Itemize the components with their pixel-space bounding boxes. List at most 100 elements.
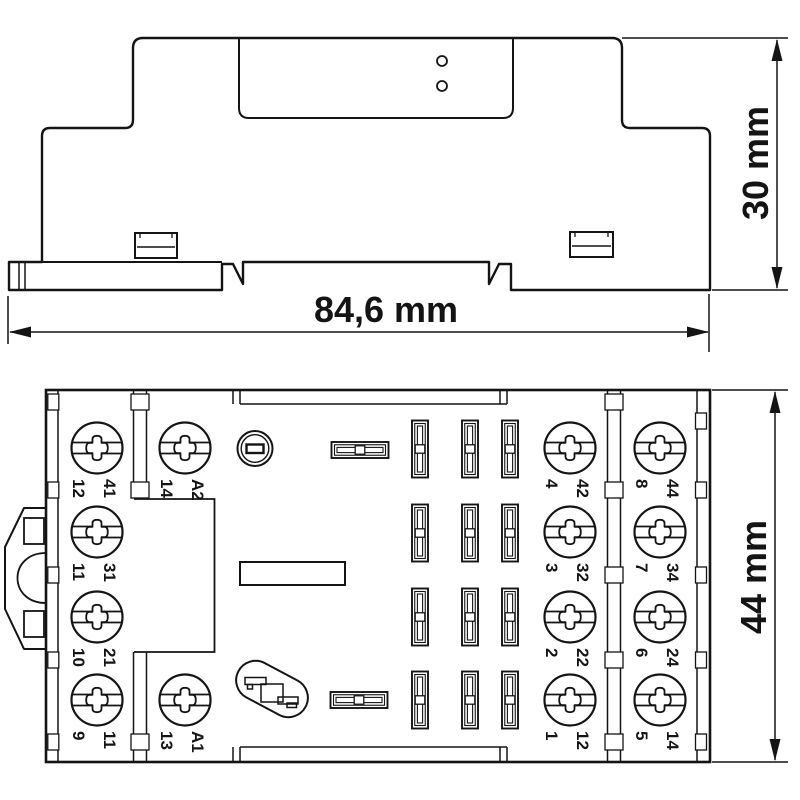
terminal-label-right: 22 [573, 648, 592, 667]
terminal-label-right: 44 [663, 479, 682, 498]
arrow-down-icon [771, 267, 783, 289]
screw-terminal: 8 44 [632, 421, 687, 498]
terminal-label-left: 2 [542, 648, 561, 657]
top-view-border [44, 388, 712, 764]
terminal-label-right: A1 [188, 731, 207, 753]
wall-notch [604, 393, 624, 411]
screw-terminal: 3 32 [542, 505, 597, 582]
dimension-depth: 44 mm [712, 389, 788, 763]
dimension-width-label: 84,6 mm [314, 289, 458, 330]
wall-notch [130, 393, 150, 411]
divider-col1-col2 [132, 390, 148, 762]
wall-notch [694, 733, 708, 751]
terminal-label-right: 14 [663, 731, 682, 750]
pocket-hole [436, 80, 448, 92]
wall-notch [604, 481, 624, 499]
contact-slot [411, 587, 429, 647]
terminal-label-left: 8 [632, 479, 651, 488]
side-view [7, 36, 712, 292]
wall-notch [604, 566, 624, 584]
release-lever [235, 659, 309, 719]
terminal-label-right: 12 [573, 731, 592, 750]
terminal-label-left: 14 [157, 479, 176, 498]
clip-window-right [569, 231, 614, 258]
terminal-label-left: 1 [542, 731, 561, 740]
contact-slot [411, 503, 429, 563]
dimension-height-label: 30 mm [735, 106, 776, 220]
screw-terminal: 1 12 [542, 673, 597, 750]
contact-slot [501, 503, 519, 563]
wall-notch [604, 651, 624, 669]
clip-window-left [134, 232, 178, 259]
bottom-recess [232, 746, 508, 762]
wall-notch [130, 481, 150, 499]
screw-terminal: 4 42 [542, 421, 597, 498]
wall-notch [694, 651, 708, 669]
terminal-label-left: 5 [632, 731, 651, 740]
screw-terminal: 12 41 [69, 421, 124, 498]
contact-slot [501, 670, 519, 730]
terminal-label-left: 12 [69, 479, 88, 498]
wall-notch [604, 733, 624, 751]
wall-notch [130, 733, 150, 751]
terminal-label-right: 21 [100, 648, 119, 667]
mounting-pocket [238, 39, 514, 119]
terminal-label-left: 13 [157, 731, 176, 750]
contact-slot [329, 691, 389, 709]
terminal-label-right: A2 [188, 479, 207, 501]
contact-slot [501, 419, 519, 479]
terminal-label-right: 42 [573, 479, 592, 498]
terminal-label-right: 41 [100, 479, 119, 498]
terminal-label-left: 6 [632, 648, 651, 657]
terminal-label-left: 10 [69, 648, 88, 667]
terminal-label-left: 3 [542, 563, 561, 572]
contact-slot [501, 587, 519, 647]
lever-detail [244, 676, 299, 709]
center-step-outline [134, 498, 216, 653]
contact-slot [461, 503, 479, 563]
terminal-label-left: 4 [542, 479, 561, 489]
wall-notch [694, 481, 708, 499]
screw-terminal: 14 A2 [157, 421, 212, 501]
contact-slot [330, 441, 390, 459]
dimension-depth-label: 44 mm [733, 520, 774, 634]
dimension-height: 30 mm [622, 37, 788, 291]
screw-terminal: 11 31 [69, 505, 124, 582]
contact-slot [411, 670, 429, 730]
wall-notch [47, 733, 60, 751]
terminal-label-right: 32 [573, 563, 592, 582]
terminal-label-left: 7 [632, 563, 651, 572]
dimension-width: 84,6 mm [7, 289, 710, 352]
wall-notch [694, 566, 708, 584]
screw-terminal: 5 14 [632, 673, 687, 750]
wall-notch [694, 412, 708, 430]
arrow-down-icon [769, 739, 781, 761]
contact-slot [411, 419, 429, 479]
side-view-outline [7, 36, 712, 292]
pocket-hole [436, 55, 448, 67]
terminal-label-left: 11 [69, 563, 88, 581]
arrow-up-icon [769, 391, 781, 413]
screw-terminal: 6 24 [632, 590, 687, 667]
contact-slot [461, 670, 479, 730]
screw-terminal: 10 21 [69, 590, 124, 667]
terminal-label-right: 34 [663, 563, 682, 582]
wall-notch [47, 651, 60, 669]
test-point [236, 430, 274, 467]
terminal-label-right: 31 [100, 563, 119, 582]
screw-terminal: 7 34 [632, 505, 687, 582]
wall-notch [47, 566, 60, 584]
contact-slot [461, 419, 479, 479]
wall-notch [47, 481, 60, 499]
label-area [239, 561, 346, 586]
arrow-left-icon [9, 326, 31, 338]
arrow-right-icon [687, 326, 709, 338]
wall-notch [47, 393, 60, 411]
top-recess [232, 390, 508, 405]
terminal-label-left: 9 [69, 731, 88, 740]
terminal-label-right: 24 [663, 648, 682, 667]
